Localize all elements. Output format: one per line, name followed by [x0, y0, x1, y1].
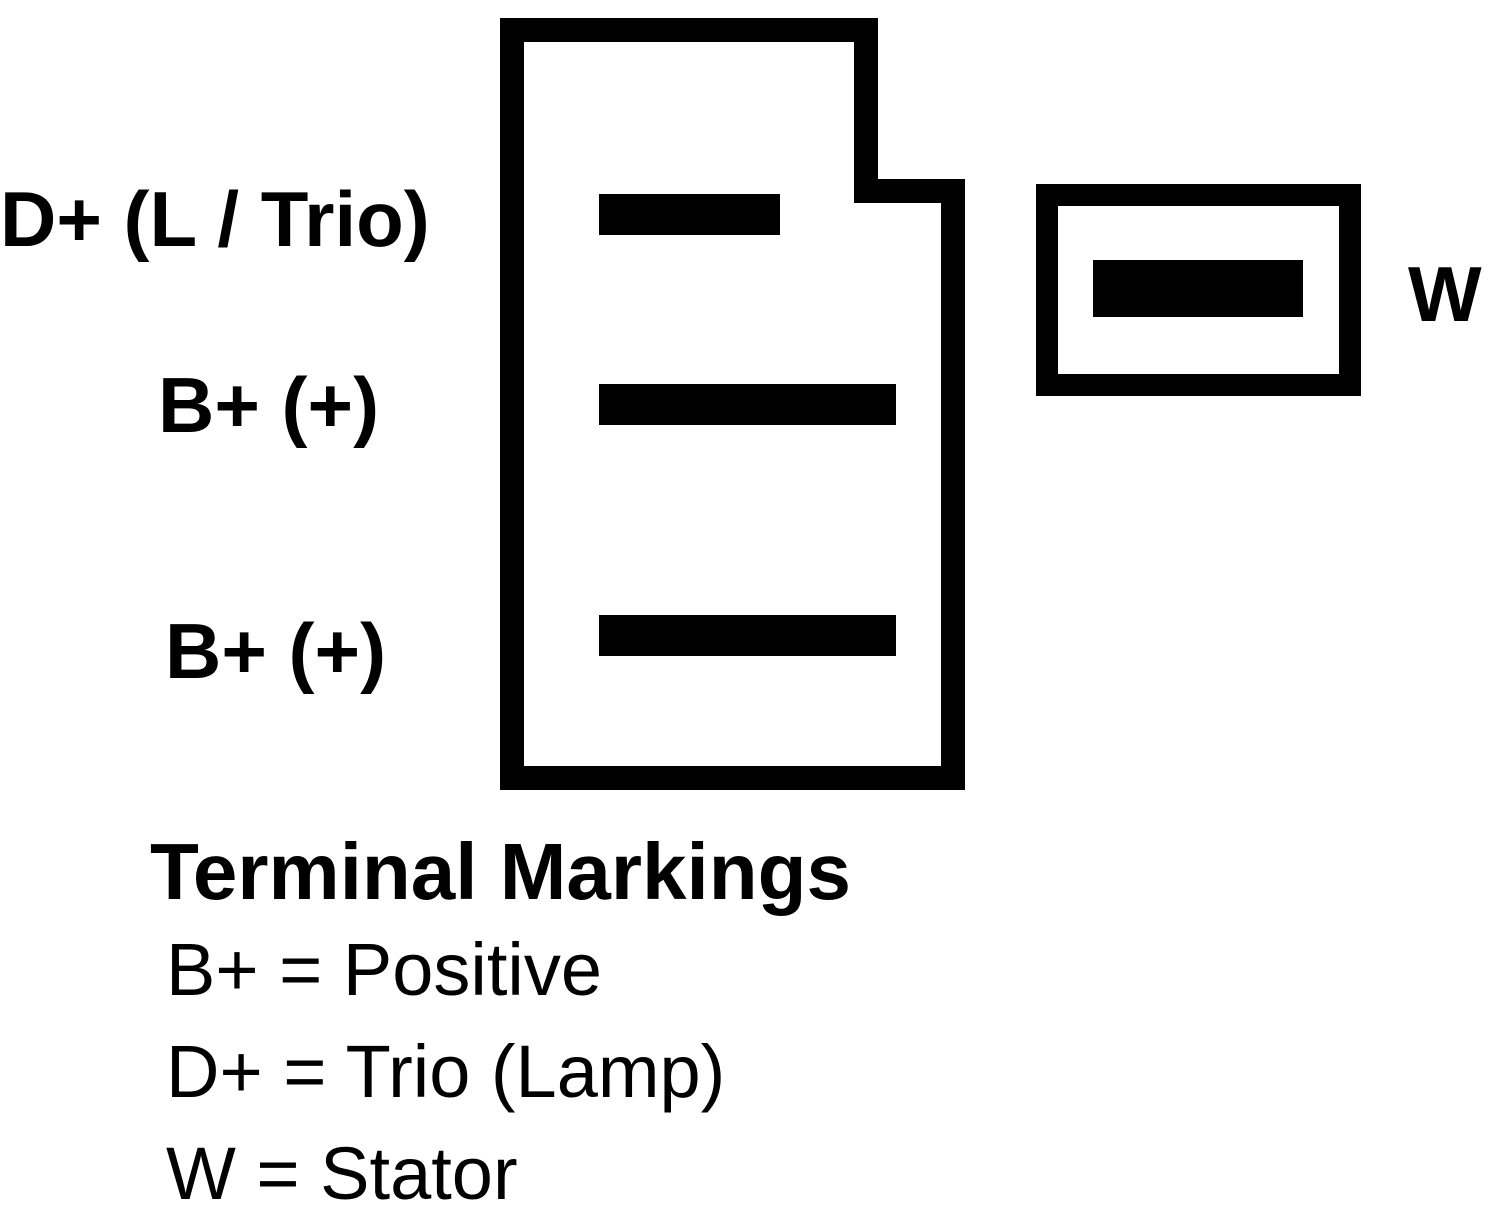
w-connector-housing [1036, 184, 1361, 396]
b-plus-lower-label: B+ (+) [165, 607, 387, 695]
d-plus-label: D+ (L / Trio) [0, 175, 430, 263]
d-plus-terminal-blade [599, 194, 780, 235]
w-label: W [1408, 250, 1482, 338]
w-terminal-blade [1093, 260, 1303, 317]
legend-item-positive: B+ = Positive [166, 928, 603, 1011]
legend-item-trio: D+ = Trio (Lamp) [166, 1030, 726, 1113]
b-plus-upper-terminal-blade [599, 384, 896, 425]
b-plus-lower-terminal-blade [599, 615, 896, 656]
main-connector-housing [500, 18, 965, 790]
b-plus-upper-label: B+ (+) [158, 361, 380, 449]
legend-item-stator: W = Stator [166, 1132, 518, 1215]
legend-title: Terminal Markings [150, 827, 851, 916]
